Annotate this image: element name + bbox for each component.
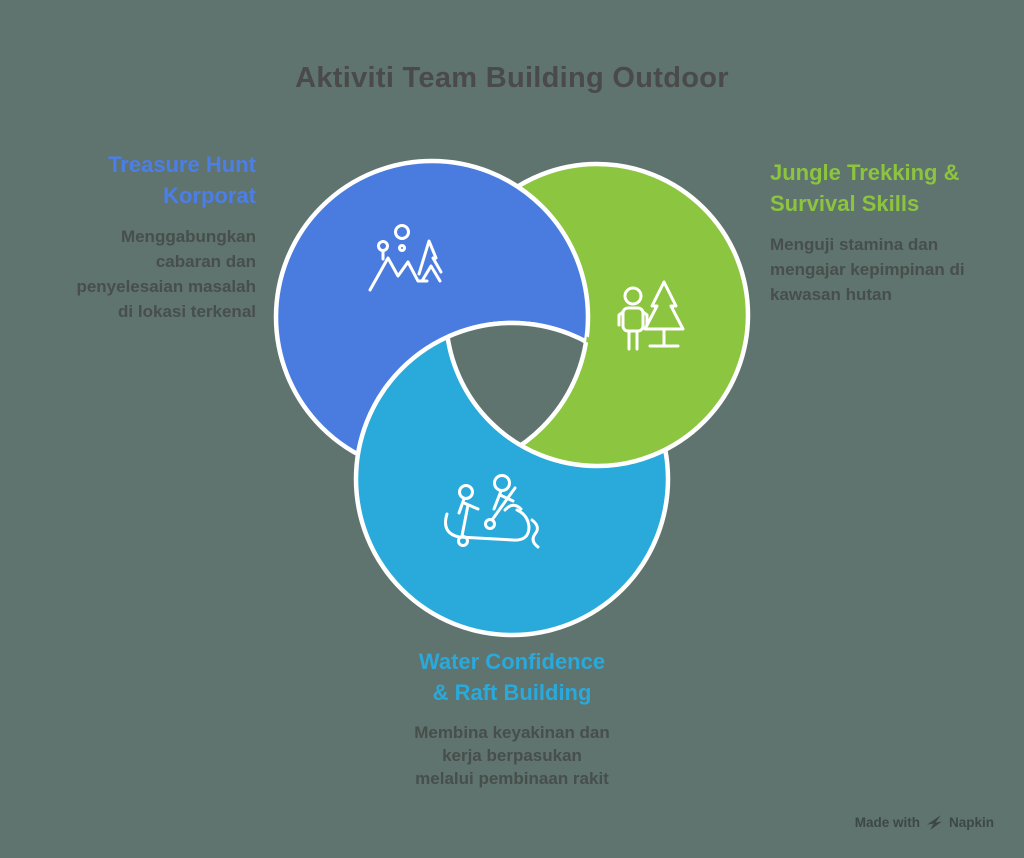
map-pins-mountains-icon bbox=[368, 224, 443, 292]
page-title: Aktiviti Team Building Outdoor bbox=[295, 62, 729, 94]
watermark-brand: Napkin bbox=[948, 815, 994, 830]
watermark-prefix: Made with bbox=[854, 815, 920, 830]
hiker-pine-tree-icon bbox=[617, 280, 685, 351]
label-water-confidence: Water Confidence& Raft Building Membina … bbox=[347, 646, 677, 790]
venn-center-hole bbox=[446, 320, 588, 466]
water-confidence-heading: Water Confidence& Raft Building bbox=[418, 649, 606, 705]
raft-rowers-icon bbox=[444, 474, 540, 549]
jungle-trekking-heading: Jungle Trekking &Survival Skills bbox=[770, 160, 960, 216]
napkin-watermark[interactable]: Made with Napkin bbox=[855, 814, 994, 831]
napkin-logo-icon bbox=[927, 815, 942, 830]
label-jungle-trekking: Jungle Trekking &Survival Skills Menguji… bbox=[770, 157, 1015, 307]
